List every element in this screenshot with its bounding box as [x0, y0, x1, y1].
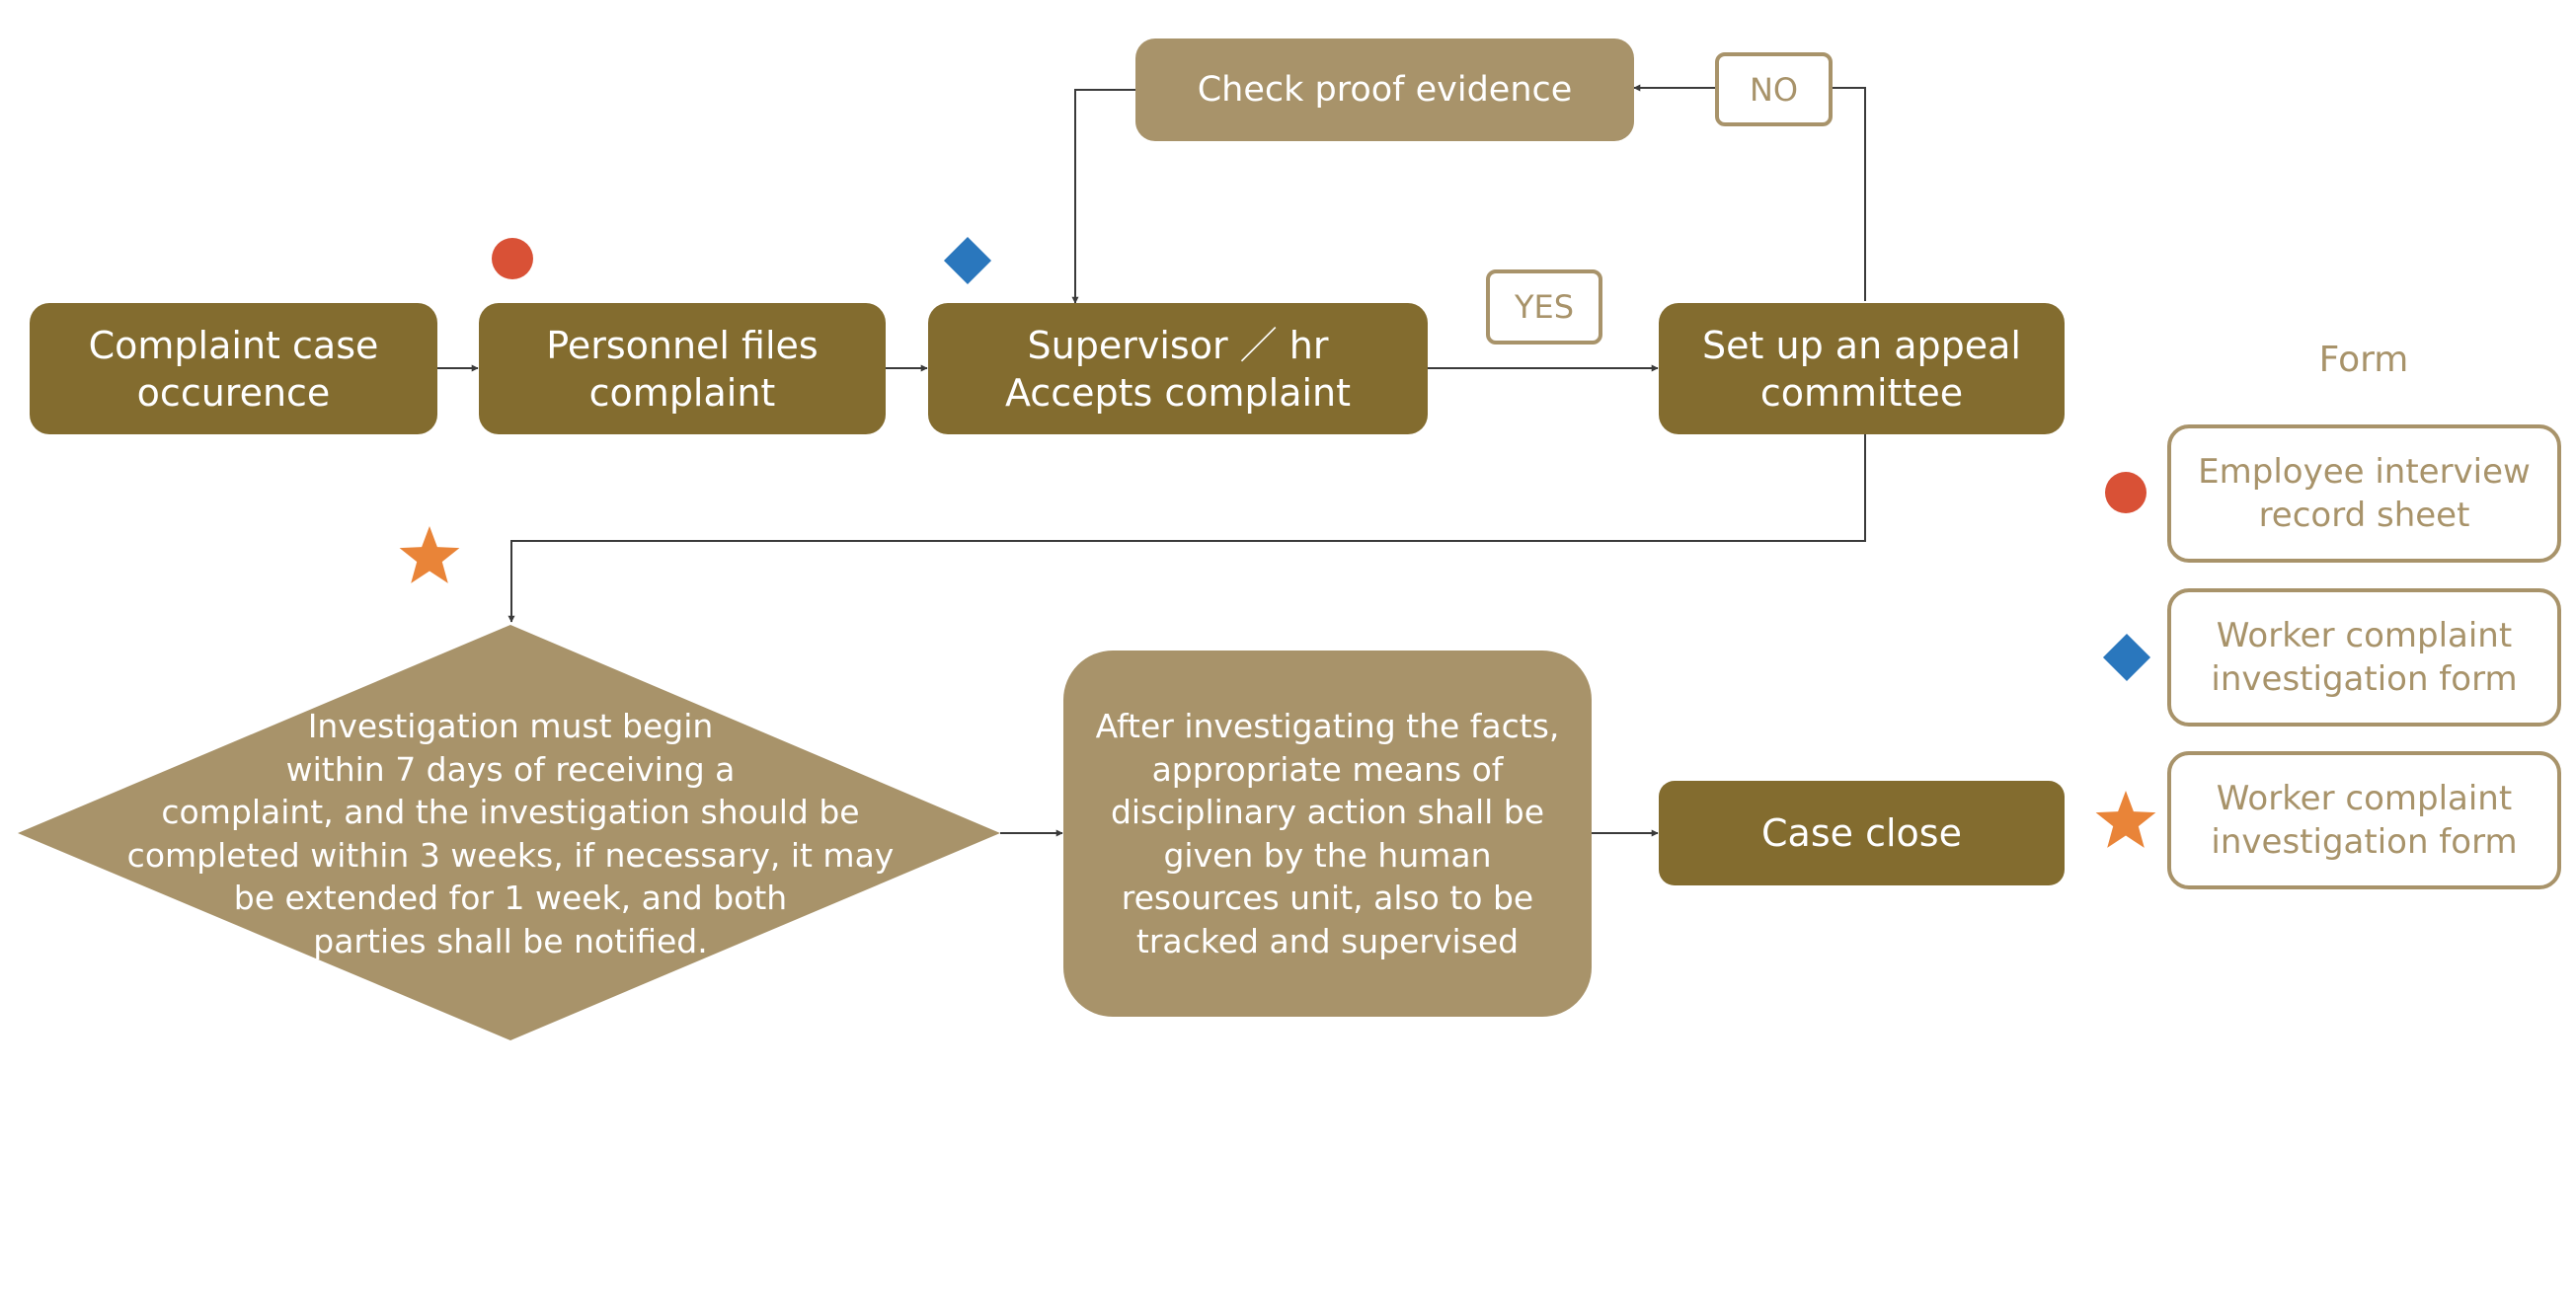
legend-title: Form [2318, 340, 2409, 380]
legend-item-employee-interview: Employee interview record sheet [2167, 424, 2561, 563]
legend-item-worker-complaint-2: Worker complaint investigation form [2167, 751, 2561, 889]
investigation-diamond [18, 625, 1000, 1040]
appeal-committee-node: Set up an appeal committee [1659, 303, 2065, 434]
case-close-node: Case close [1659, 781, 2065, 885]
star-icon [399, 526, 460, 583]
arrow-committee-to-investigation [507, 434, 1866, 623]
disciplinary-node: After investigating the facts, appropria… [1063, 651, 1592, 1017]
no-label: NO [1715, 52, 1833, 126]
legend-circle-icon [2105, 472, 2147, 513]
investigation-text: Investigation must begin within 7 days o… [126, 707, 895, 960]
circle-icon [492, 238, 533, 279]
complaint-case-node: Complaint case occurence [30, 303, 437, 434]
yes-label: YES [1486, 269, 1602, 345]
supervisor-node: Supervisor ／ hr Accepts complaint [928, 303, 1428, 434]
legend-diamond-icon [2102, 633, 2151, 682]
arrow-check-proof-to-supervisor [1071, 89, 1135, 304]
legend-star-icon [2095, 791, 2156, 848]
check-proof-node: Check proof evidence [1135, 38, 1634, 141]
arrow-committee-to-check-proof [1633, 84, 1866, 301]
diamond-icon [943, 236, 992, 285]
personnel-files-node: Personnel files complaint [479, 303, 886, 434]
legend-item-worker-complaint-1: Worker complaint investigation form [2167, 588, 2561, 727]
